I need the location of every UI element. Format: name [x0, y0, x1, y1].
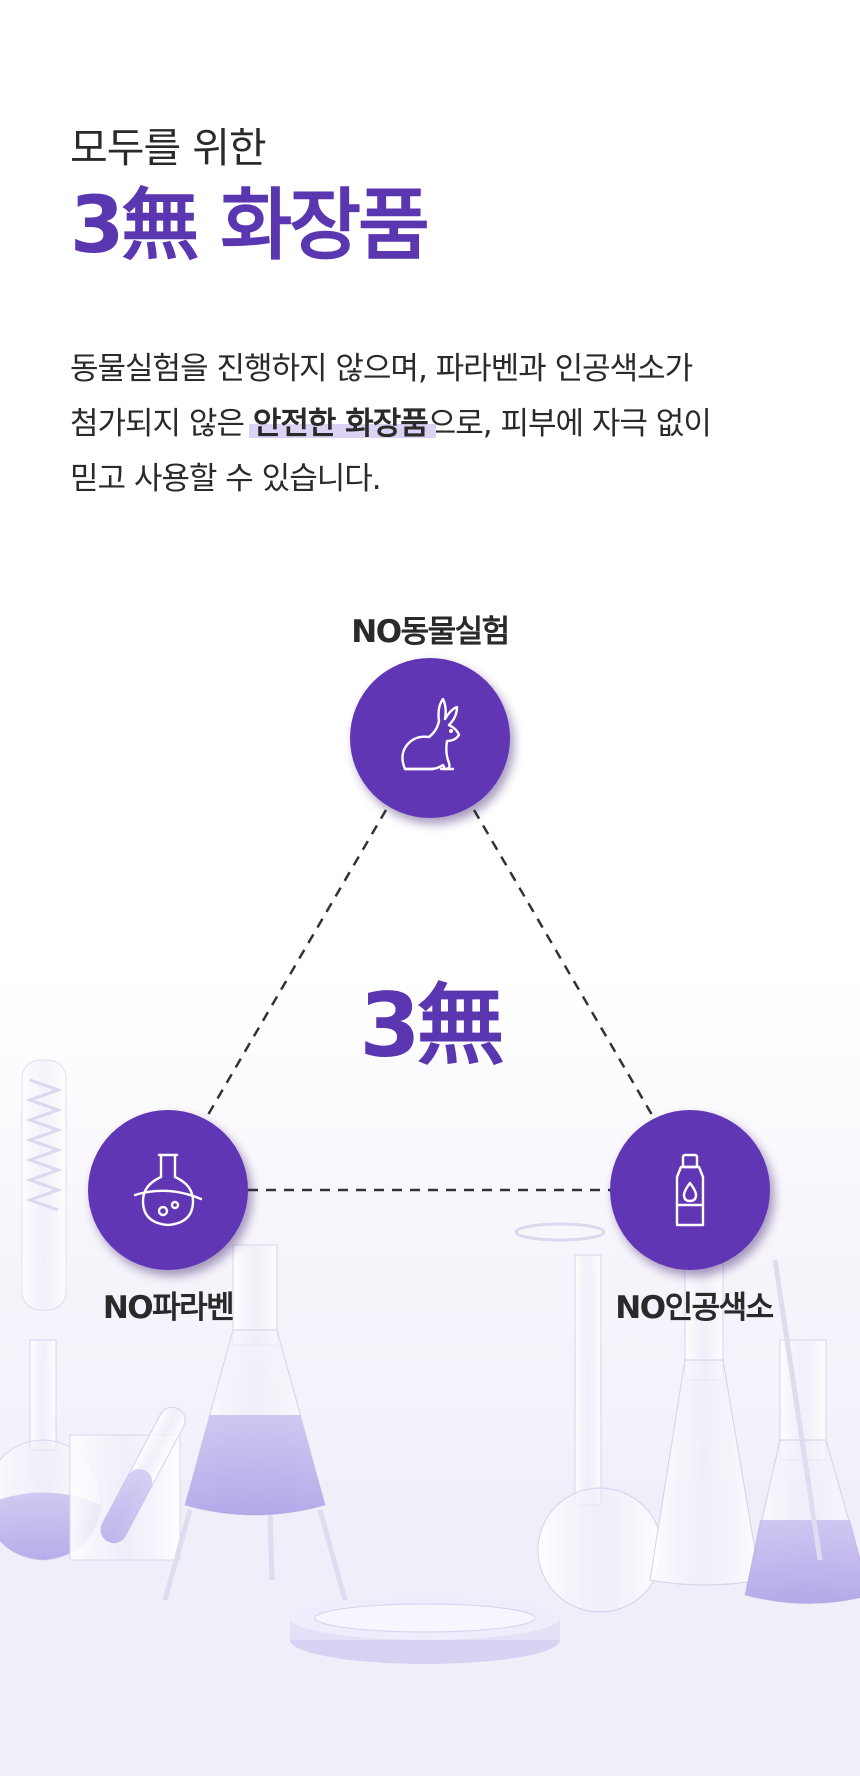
bottle-icon — [675, 1153, 705, 1227]
subtitle: 모두를 위한 — [70, 124, 267, 172]
description-line-2: 첨가되지 않은 안전한 화장품으로, 피부에 자극 없이 — [70, 397, 810, 452]
description-line-1: 동물실험을 진행하지 않으며, 파라벤과 인공색소가 — [70, 351, 693, 387]
node-paraben — [88, 1110, 248, 1270]
node-label-paraben: NO파라벤 — [102, 1290, 235, 1326]
intro-block: 모두를 위한 3無 화장품 — [70, 118, 790, 276]
description-line-3: 믿고 사용할 수 있습니다. — [70, 461, 382, 497]
description-line-2-after: 으로, 피부에 자극 없이 — [427, 406, 712, 442]
flask-icon — [133, 1153, 203, 1227]
description-line-2-before: 첨가되지 않은 — [70, 406, 253, 442]
triangle-connector-lines — [203, 809, 657, 1192]
node-artificial-color — [610, 1110, 770, 1270]
center-mark: 3無 — [359, 974, 504, 1077]
description-emphasis: 안전한 화장품 — [252, 406, 429, 442]
node-label-artificial-color: NO인공색소 — [615, 1290, 774, 1326]
page-title: 3無 화장품 — [70, 181, 430, 271]
node-label-animal-testing: NO동물실험 — [351, 614, 510, 650]
description: 동물실험을 진행하지 않으며, 파라벤과 인공색소가 첨가되지 않은 안전한 화… — [70, 342, 810, 507]
rabbit-icon — [401, 697, 461, 771]
lab-glassware-background — [0, 1059, 860, 1776]
three-free-diagram: NO동물실험 3無 NO파라벤 — [0, 600, 860, 1360]
node-animal-testing — [350, 658, 510, 818]
